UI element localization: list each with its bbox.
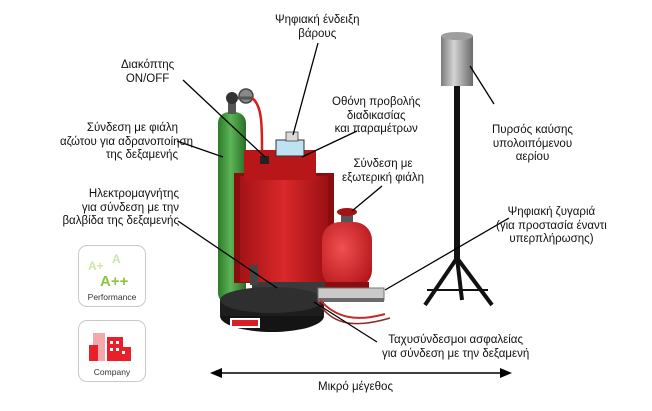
size-label: Μικρό μέγεθος bbox=[318, 381, 393, 393]
digital-scale bbox=[317, 287, 385, 302]
grade-a: A bbox=[112, 252, 121, 266]
red-hose bbox=[251, 96, 264, 151]
leader-lines bbox=[176, 42, 510, 343]
size-arrow bbox=[210, 368, 512, 378]
black-tank bbox=[220, 287, 324, 332]
performance-badge: A+ A A++ Performance bbox=[78, 245, 146, 307]
grade-a-plus-plus: A++ bbox=[100, 273, 129, 290]
performance-grades-icon: A+ A A++ bbox=[88, 252, 129, 290]
company-caption: Company bbox=[93, 367, 131, 377]
grade-a-plus: A+ bbox=[88, 259, 104, 273]
red-gas-bottle bbox=[322, 208, 372, 288]
company-badge: Company bbox=[78, 320, 146, 382]
performance-caption: Performance bbox=[87, 292, 137, 302]
burner-tripod bbox=[423, 32, 494, 307]
company-buildings-icon bbox=[89, 333, 131, 361]
